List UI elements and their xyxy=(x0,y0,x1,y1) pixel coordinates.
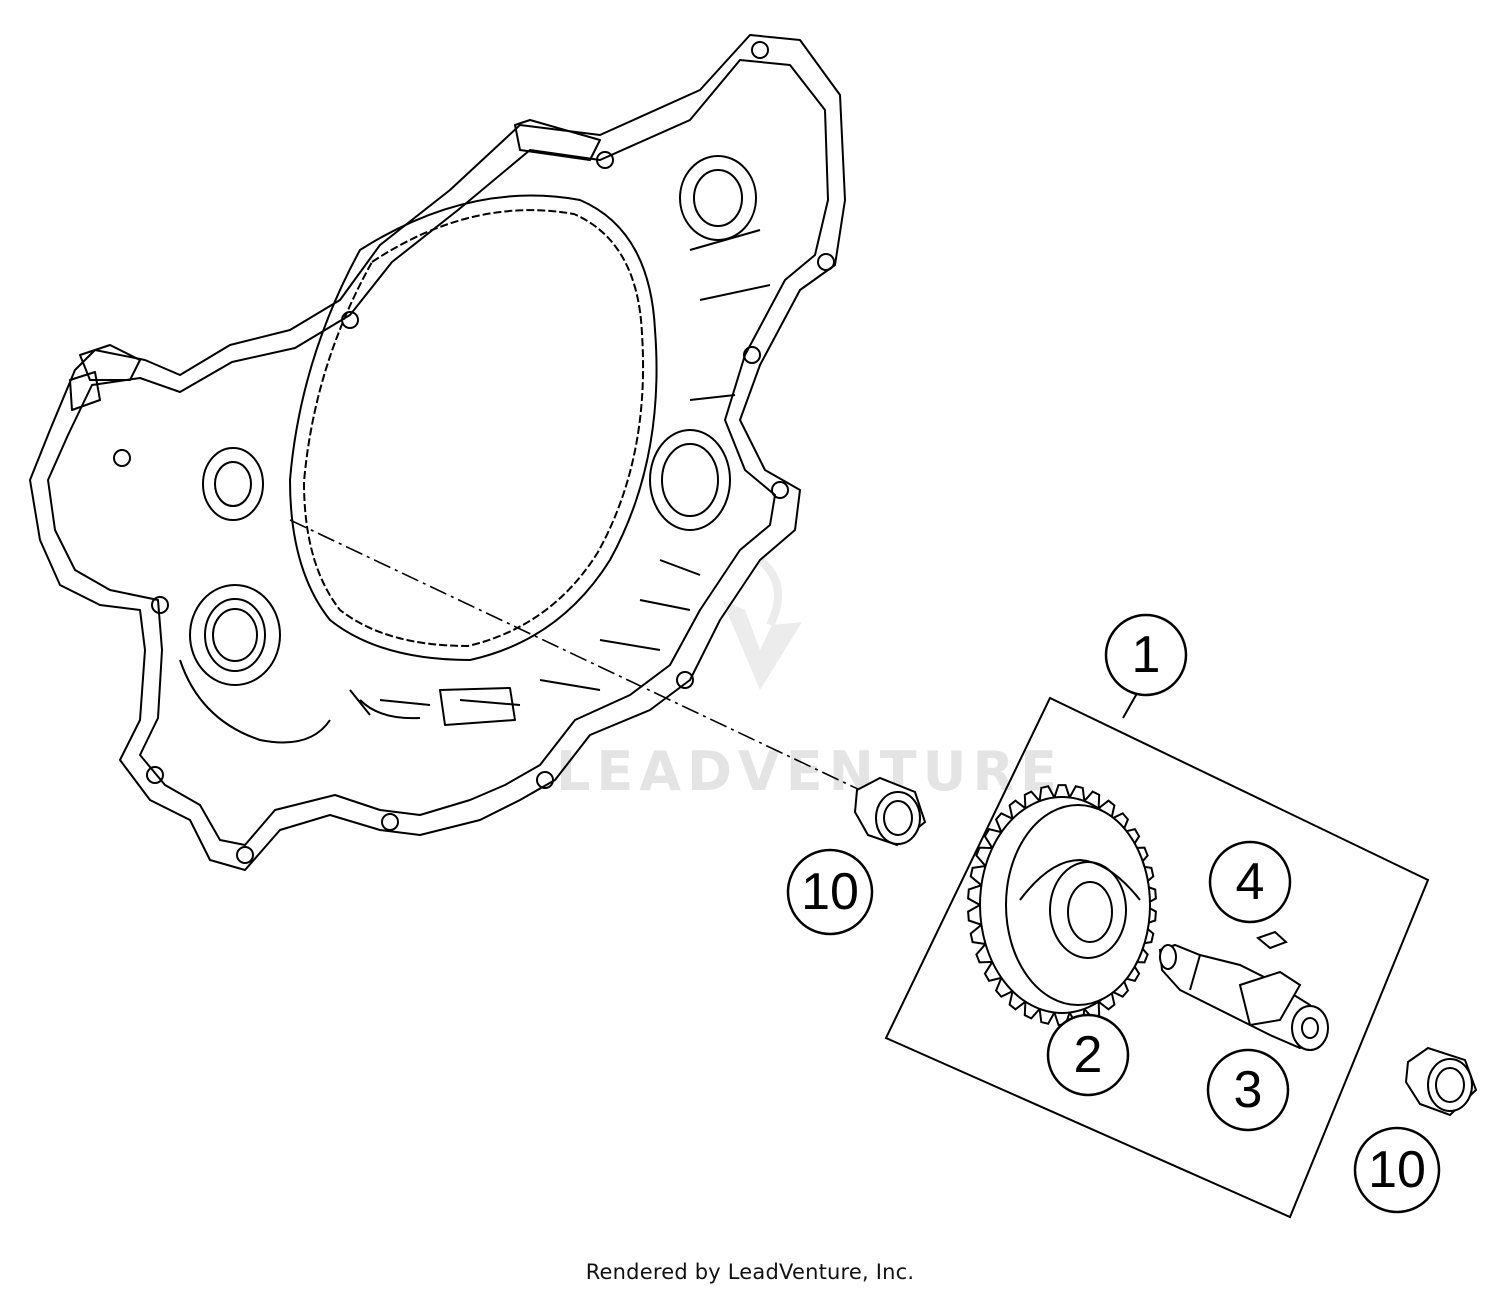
watermark-text: LEADVENTURE xyxy=(556,740,1063,803)
callout-4: 4 xyxy=(1208,840,1292,924)
bearing-left xyxy=(853,776,927,847)
woodruff-key xyxy=(1256,930,1288,950)
callout-10-right-label: 10 xyxy=(1368,1141,1426,1199)
callout-4-label: 4 xyxy=(1236,853,1265,911)
alignment-line xyxy=(289,519,861,791)
callout-2: 2 xyxy=(1046,1013,1130,1097)
bearing-right xyxy=(1404,1046,1478,1117)
rendered-by-credit: Rendered by LeadVenture, Inc. xyxy=(585,1260,915,1284)
callout-10-right: 10 xyxy=(1353,1126,1441,1214)
leadventure-watermark: LEADVENTURE xyxy=(556,556,1063,803)
crankcase-cover xyxy=(29,34,846,871)
callout-1-label: 1 xyxy=(1132,626,1161,684)
callout-10-left-label: 10 xyxy=(801,863,859,921)
callout-3: 3 xyxy=(1206,1048,1290,1132)
watermark-logo-swoosh xyxy=(757,556,782,627)
callout-2-label: 2 xyxy=(1074,1026,1103,1084)
callout-10-left: 10 xyxy=(786,848,874,936)
watermark-logo-icon xyxy=(722,600,802,690)
callout-1: 1 xyxy=(1104,613,1188,697)
callout-3-label: 3 xyxy=(1234,1061,1263,1119)
shaft xyxy=(1158,943,1329,1051)
gear xyxy=(967,784,1157,1026)
